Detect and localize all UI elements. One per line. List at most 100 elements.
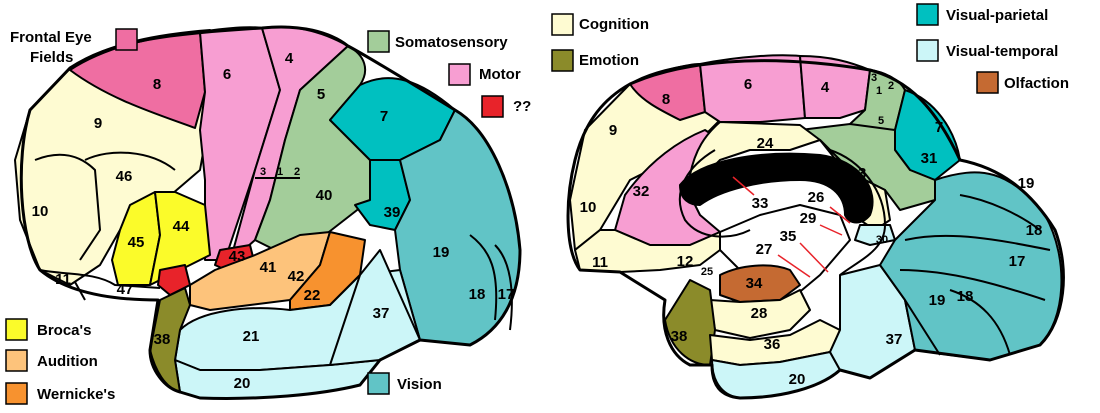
legend-label-visual-temporal: Visual-temporal xyxy=(946,43,1058,60)
legend-label-audition: Audition xyxy=(37,353,98,370)
lateral-label-47: 47 xyxy=(117,281,134,298)
legend-item-emotion: Emotion xyxy=(552,50,639,71)
medial-label-23: 23 xyxy=(850,165,867,182)
medial-label-5: 5 xyxy=(878,115,884,127)
legend-label-olfaction: Olfaction xyxy=(1004,75,1069,92)
legend-label-vision: Vision xyxy=(397,376,442,393)
legend-item-motor: Motor xyxy=(449,64,521,85)
lateral-label-18: 18 xyxy=(469,286,486,303)
medial-label-36: 36 xyxy=(764,336,781,353)
legend-swatch-cognition xyxy=(552,14,573,35)
lateral-label-11: 11 xyxy=(55,271,71,288)
lateral-label-39: 39 xyxy=(384,204,401,221)
medial-label-17: 17 xyxy=(1009,253,1026,270)
lateral-label-5: 5 xyxy=(317,86,325,103)
medial-label-32: 32 xyxy=(633,183,650,200)
lateral-label-6: 6 xyxy=(223,66,231,83)
medial-label-6: 6 xyxy=(744,76,752,93)
medial-label-38: 38 xyxy=(671,328,688,345)
lateral-label-21: 21 xyxy=(243,328,260,345)
legend-swatch-vision xyxy=(368,373,389,394)
legend-item-visual-temporal: Visual-temporal xyxy=(917,40,1058,61)
legend-label-cognition: Cognition xyxy=(579,16,649,33)
legend-item-cognition: Cognition xyxy=(552,14,649,35)
medial-label-18-upper: 18 xyxy=(1026,222,1043,239)
legend-label-wernicke: Wernicke's xyxy=(37,386,115,403)
legend-item-unknown: ?? xyxy=(482,96,531,117)
medial-label-9: 9 xyxy=(609,122,617,139)
lateral-label-7: 7 xyxy=(380,108,388,125)
medial-label-1: 1 xyxy=(876,85,882,97)
medial-label-33: 33 xyxy=(752,195,769,212)
legend-swatch-emotion xyxy=(552,50,573,71)
medial-area-38 xyxy=(665,280,715,365)
lateral-label-40: 40 xyxy=(316,187,333,204)
legend-item-visual-parietal: Visual-parietal xyxy=(917,4,1048,25)
medial-label-18-lower: 18 xyxy=(957,288,974,305)
legend-swatch-visual-temporal xyxy=(917,40,938,61)
lateral-label-45: 45 xyxy=(128,234,145,251)
legend-swatch-unknown xyxy=(482,96,503,117)
medial-label-11: 11 xyxy=(592,254,608,271)
medial-label-29: 29 xyxy=(800,210,817,227)
legend-label-unknown: ?? xyxy=(513,98,531,115)
lateral-label-2: 2 xyxy=(294,166,300,178)
medial-area-6 xyxy=(700,55,805,122)
medial-label-19-upper: 19 xyxy=(1018,175,1035,192)
medial-label-27: 27 xyxy=(756,241,773,258)
legend-swatch-motor xyxy=(449,64,470,85)
medial-label-4: 4 xyxy=(821,79,830,96)
legend-item-vision: Vision xyxy=(368,373,442,394)
legend-label-motor: Motor xyxy=(479,66,521,83)
medial-label-10: 10 xyxy=(580,199,597,216)
medial-label-7: 7 xyxy=(935,119,943,136)
lateral-label-20: 20 xyxy=(234,375,251,392)
legend-swatch-audition xyxy=(6,350,27,371)
lateral-label-43: 43 xyxy=(229,248,246,265)
legend-swatch-visual-parietal xyxy=(917,4,938,25)
legend-item-olfaction: Olfaction xyxy=(977,72,1069,93)
medial-label-8: 8 xyxy=(662,91,670,108)
legend-label-broca: Broca's xyxy=(37,322,91,339)
medial-label-31: 31 xyxy=(921,150,938,167)
legend-swatch-somatosensory xyxy=(368,31,389,52)
lateral-label-3: 3 xyxy=(260,166,266,178)
legend-item-audition: Audition xyxy=(6,350,98,371)
lateral-label-41: 41 xyxy=(260,259,277,276)
legend-item-somatosensory: Somatosensory xyxy=(368,31,508,52)
medial-label-2: 2 xyxy=(888,80,894,92)
medial-label-20: 20 xyxy=(789,371,806,388)
legend-label-emotion: Emotion xyxy=(579,52,639,69)
legend-item-broca: Broca's xyxy=(6,319,91,340)
lateral-label-42: 42 xyxy=(288,268,305,285)
medial-label-12: 12 xyxy=(677,253,694,270)
legend-label-frontal-eye-line2: Fields xyxy=(30,49,73,66)
lateral-label-46: 46 xyxy=(116,168,133,185)
legend-label-somatosensory: Somatosensory xyxy=(395,34,508,51)
lateral-brain: 8 6 4 9 46 10 45 44 11 47 5 7 3 1 2 40 3… xyxy=(15,27,520,399)
legend-swatch-broca xyxy=(6,319,27,340)
medial-label-35: 35 xyxy=(780,228,797,245)
legend-label-visual-parietal: Visual-parietal xyxy=(946,7,1048,24)
lateral-label-4: 4 xyxy=(285,50,294,67)
lateral-label-1: 1 xyxy=(277,166,283,178)
medial-label-24: 24 xyxy=(757,135,774,152)
lateral-label-8: 8 xyxy=(153,76,161,93)
lateral-label-44: 44 xyxy=(173,218,190,235)
medial-label-25: 25 xyxy=(701,266,713,278)
medial-label-19-lower: 19 xyxy=(929,292,946,309)
medial-label-26: 26 xyxy=(808,189,825,206)
medial-brain: 8 6 4 3 1 2 5 7 9 24 32 33 23 31 26 29 3… xyxy=(568,55,1063,398)
lateral-label-19: 19 xyxy=(433,244,450,261)
legend-swatch-olfaction xyxy=(977,72,998,93)
legend-item-wernicke: Wernicke's xyxy=(6,383,115,404)
lateral-label-10: 10 xyxy=(32,203,49,220)
medial-label-3: 3 xyxy=(871,72,877,84)
lateral-label-22: 22 xyxy=(304,287,321,304)
medial-label-37: 37 xyxy=(886,331,903,348)
lateral-label-9: 9 xyxy=(94,115,102,132)
lateral-label-37: 37 xyxy=(373,305,390,322)
legend-swatch-wernicke xyxy=(6,383,27,404)
